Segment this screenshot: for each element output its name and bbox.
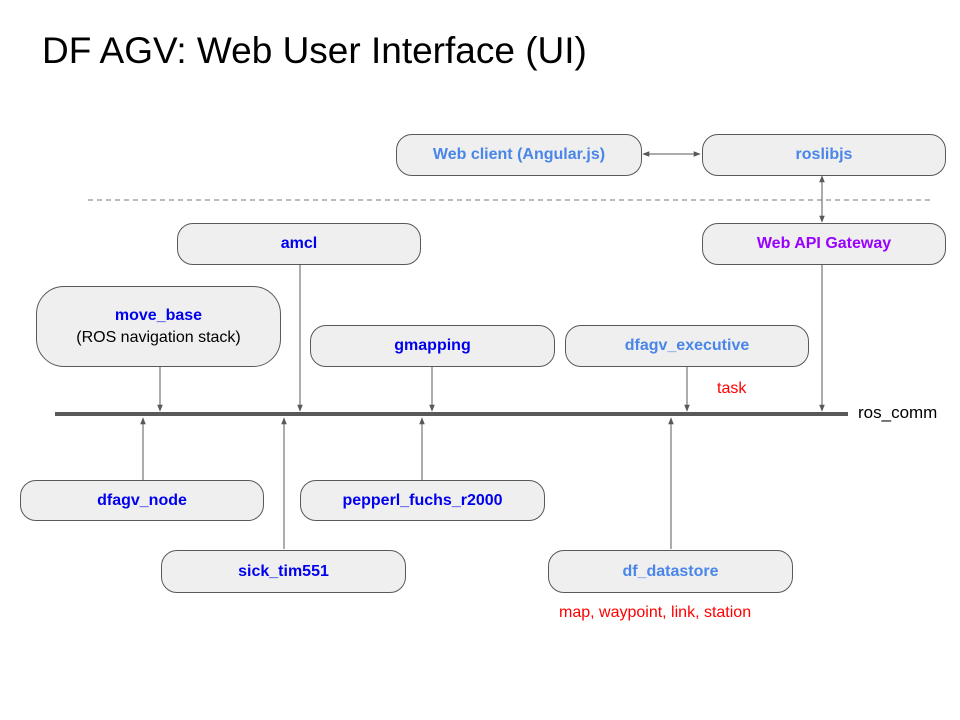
node-dfagv-executive: dfagv_executive bbox=[565, 325, 809, 367]
node-df-datastore-label: df_datastore bbox=[622, 562, 719, 580]
node-pepperl-fuchs-r2000-label: pepperl_fuchs_r2000 bbox=[342, 491, 503, 509]
node-pepperl-fuchs-r2000: pepperl_fuchs_r2000 bbox=[300, 480, 545, 521]
node-gmapping-label: gmapping bbox=[394, 337, 471, 354]
node-web-api-gateway: Web API Gateway bbox=[702, 223, 946, 265]
node-amcl-label: amcl bbox=[280, 235, 318, 252]
node-web-client: Web client (Angular.js) bbox=[396, 134, 642, 176]
node-amcl: amcl bbox=[177, 223, 421, 265]
node-df-datastore: df_datastore bbox=[548, 550, 793, 593]
node-sick-tim551-label: sick_tim551 bbox=[238, 562, 329, 580]
node-dfagv-node-label: dfagv_node bbox=[97, 491, 187, 509]
node-sick-tim551: sick_tim551 bbox=[161, 550, 406, 593]
node-roslibjs-label: roslibjs bbox=[795, 146, 853, 163]
node-web-api-gateway-label: Web API Gateway bbox=[756, 235, 892, 252]
node-move-base-label: move_base bbox=[114, 306, 203, 324]
node-gmapping: gmapping bbox=[310, 325, 555, 367]
node-move-base-sublabel: (ROS navigation stack) bbox=[76, 328, 241, 346]
bus-label: ros_comm bbox=[858, 403, 938, 422]
node-dfagv-node: dfagv_node bbox=[20, 480, 264, 521]
page-title: DF AGV: Web User Interface (UI) bbox=[42, 30, 587, 71]
note-datastore-contents: map, waypoint, link, station bbox=[559, 604, 752, 621]
node-web-client-label: Web client (Angular.js) bbox=[432, 146, 606, 163]
note-task: task bbox=[717, 380, 747, 397]
node-move-base: move_base (ROS navigation stack) bbox=[36, 286, 281, 367]
node-dfagv-executive-label: dfagv_executive bbox=[624, 337, 750, 354]
node-roslibjs: roslibjs bbox=[702, 134, 946, 176]
